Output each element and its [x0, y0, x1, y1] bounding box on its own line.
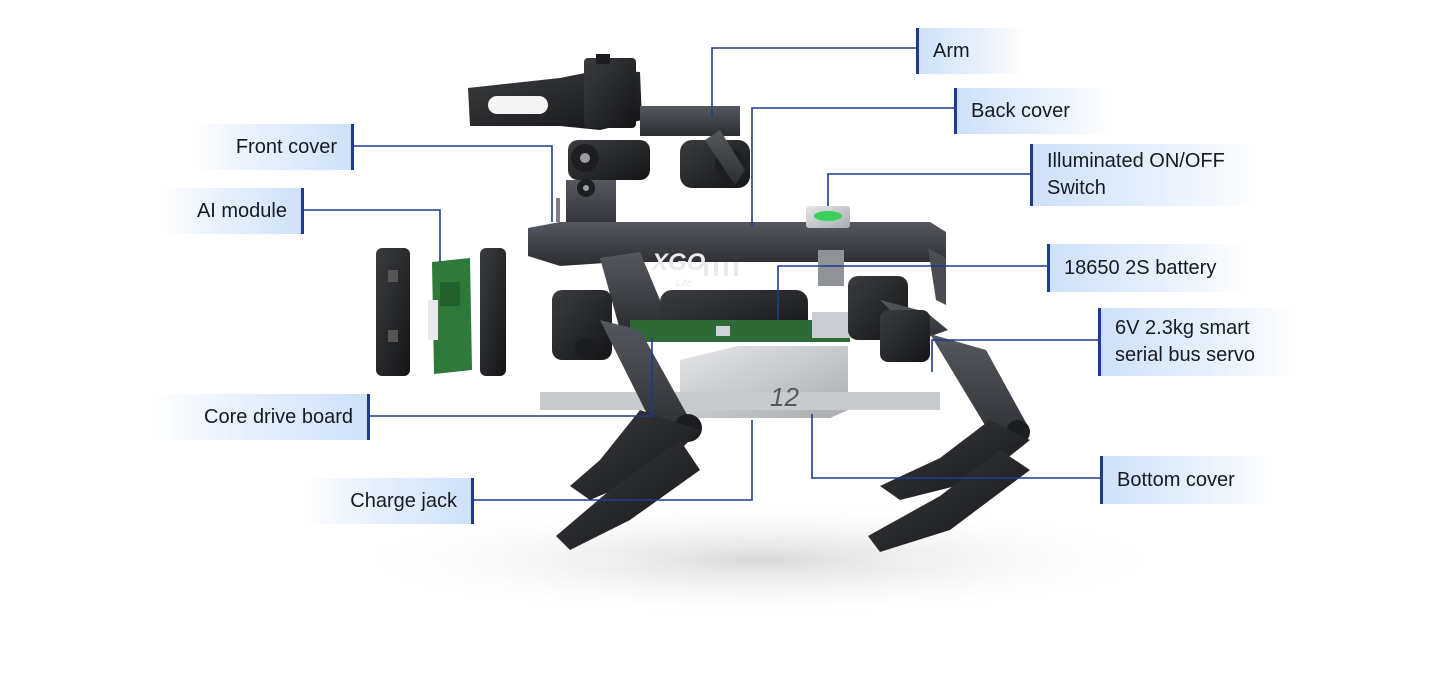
body-core [600, 252, 852, 342]
leader-front-cover [352, 145, 553, 222]
leader-bottom-cover [811, 414, 1102, 479]
callout-servo: 6V 2.3kg smart serial bus servo [1098, 308, 1298, 376]
callout-charge-jack: Charge jack [300, 478, 474, 524]
leg-rear-right [848, 276, 1030, 552]
callout-switch-line2: Switch [1047, 177, 1106, 199]
leader-charge-jack [472, 420, 753, 501]
power-switch [814, 211, 842, 221]
ai-module [376, 248, 506, 376]
leader-arm [711, 47, 918, 118]
callout-back-cover-text: Back cover [971, 99, 1070, 122]
leader-back-cover [751, 107, 956, 226]
callout-bottom-cover-text: Bottom cover [1117, 468, 1235, 491]
arm-assembly [468, 54, 750, 232]
callout-charge-jack-text: Charge jack [350, 489, 457, 512]
leader-switch [827, 173, 1032, 206]
callout-arm-text: Arm [933, 39, 970, 62]
callout-servo-line1: 6V 2.3kg smart [1115, 317, 1250, 339]
callout-battery-text: 18650 2S battery [1064, 256, 1217, 279]
bottom-mark: 12 [770, 382, 799, 412]
leader-ai-module [302, 209, 441, 262]
leader-lines [302, 47, 1102, 501]
callout-arm: Arm [916, 28, 1026, 74]
callout-front-cover: Front cover [190, 124, 354, 170]
leader-battery [777, 265, 1049, 320]
callout-switch-line1: Illuminated ON/OFF [1047, 150, 1225, 172]
logo-text: XGO [650, 249, 706, 276]
leg-front-left [552, 290, 702, 550]
callout-front-cover-text: Front cover [235, 135, 337, 158]
callout-core-drive-board: Core drive board [150, 394, 370, 440]
callout-switch: Illuminated ON/OFF Switch [1030, 144, 1262, 206]
callout-servo-line2: serial bus servo [1115, 344, 1256, 366]
callout-ai-module: AI module [160, 188, 304, 234]
leader-servo [931, 339, 1100, 372]
callout-core-drive-board-text: Core drive board [204, 405, 353, 428]
floor-shadow [330, 500, 1190, 620]
leader-core-drive-board [368, 338, 653, 417]
callout-ai-module-text: AI module [196, 199, 287, 222]
callout-back-cover: Back cover [954, 88, 1114, 134]
callout-battery: 18650 2S battery [1047, 244, 1251, 292]
logo-subtext: Lite [676, 278, 693, 289]
callout-bottom-cover: Bottom cover [1100, 456, 1274, 504]
